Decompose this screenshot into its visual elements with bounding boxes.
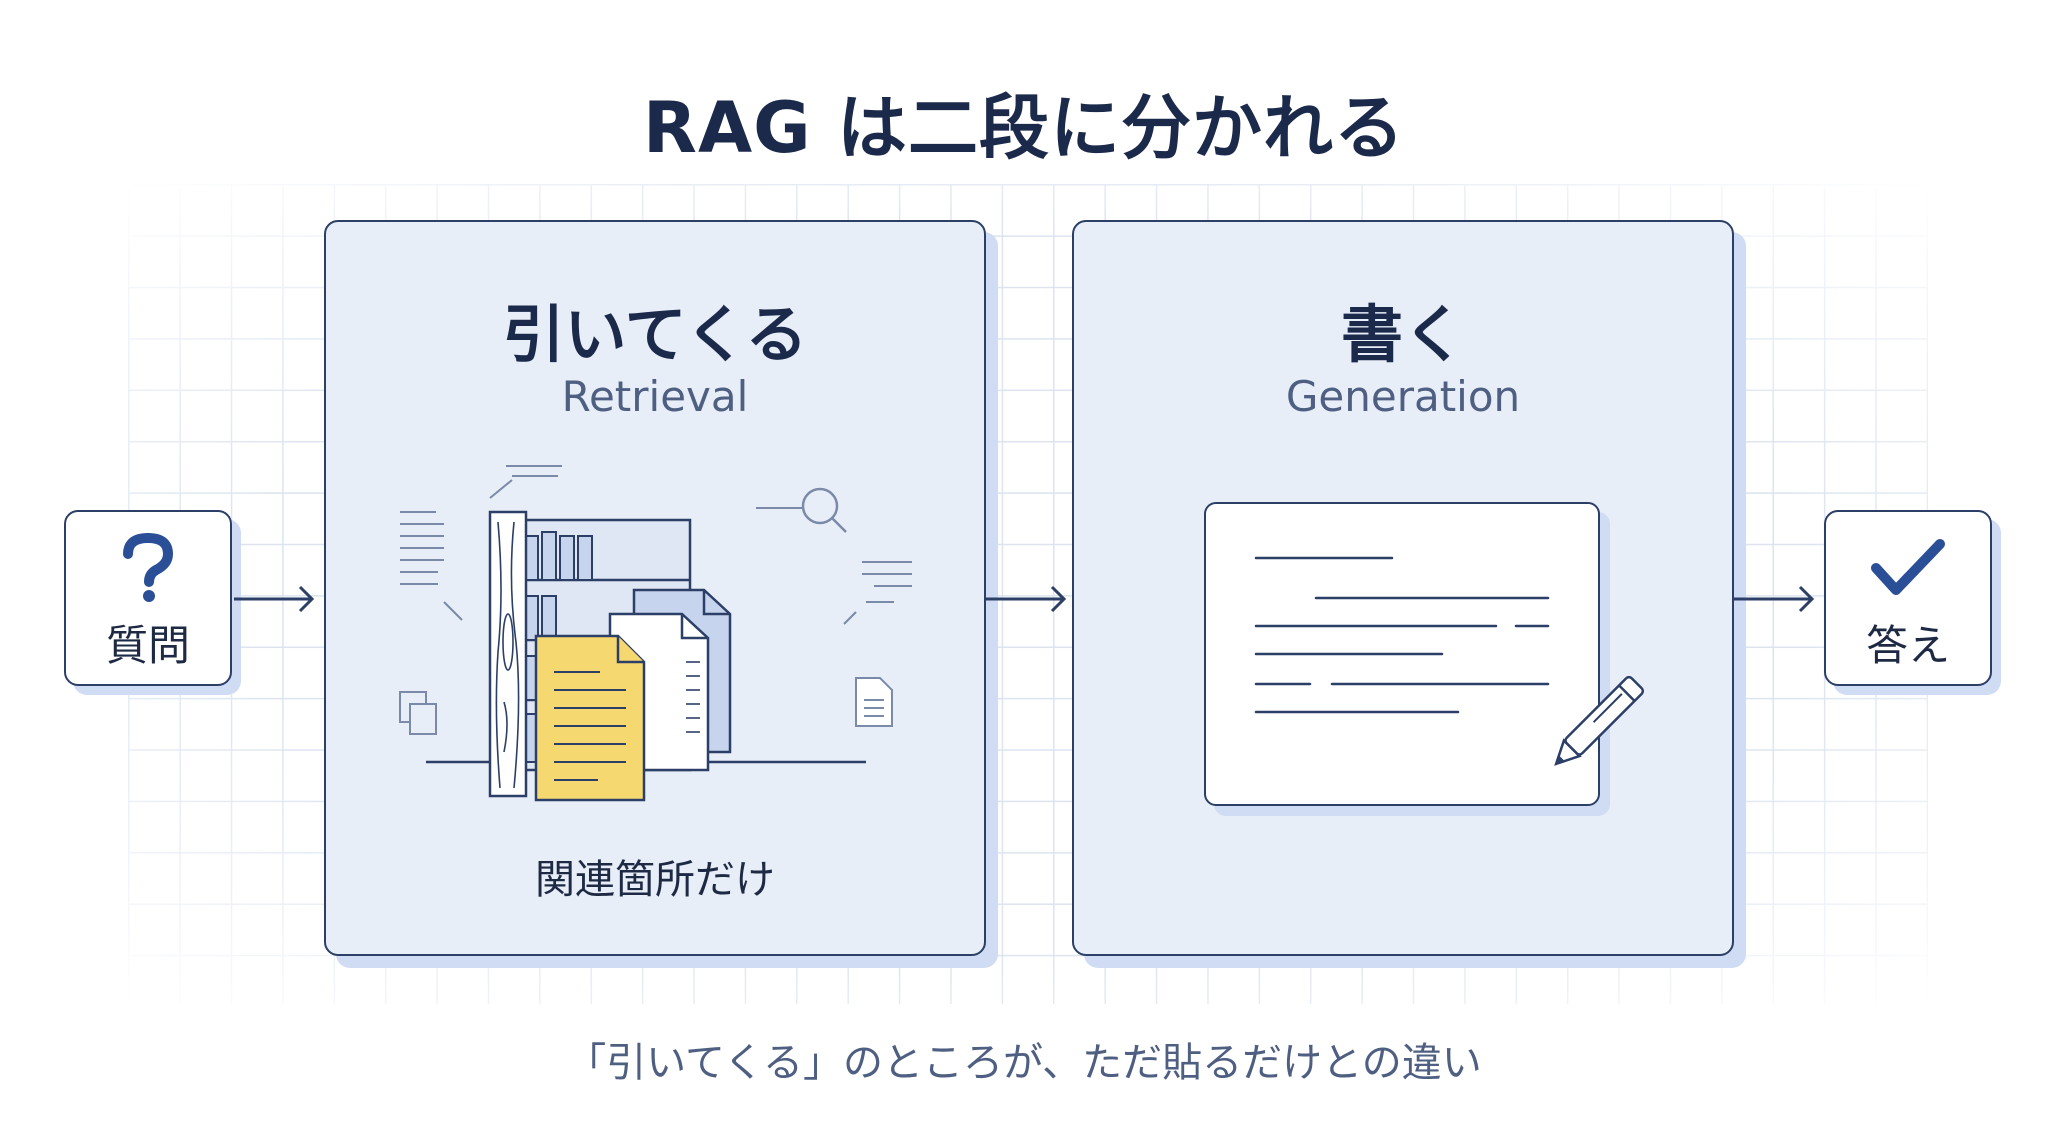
document-lines-icon	[1254, 556, 1550, 714]
question-label: 質問	[105, 621, 190, 670]
retrieval-title: 引いてくる	[502, 298, 808, 371]
arrow-retrieval-to-generation	[986, 585, 1067, 613]
checkmark-icon	[1826, 532, 1990, 608]
generation-subtitle: Generation	[1285, 372, 1521, 421]
arrow-generation-to-answer	[1734, 585, 1815, 613]
answer-label: 答え	[1865, 621, 1950, 670]
generated-document-card	[1204, 502, 1600, 806]
generation-title: 書く	[1340, 298, 1465, 371]
pen-icon	[1554, 675, 1645, 766]
arrow-question-to-retrieval	[234, 585, 315, 613]
retrieval-subtitle: Retrieval	[561, 372, 749, 421]
bookshelf-documents-icon	[399, 465, 912, 802]
question-mark-icon	[66, 532, 230, 608]
answer-box: 答え	[1824, 510, 1992, 686]
question-box: 質問	[64, 510, 232, 686]
retrieval-caption: 関連箇所だけ	[535, 857, 775, 903]
page-title: RAG は二段に分かれる	[643, 87, 1405, 169]
footer-note: 「引いてくる」のところが、ただ貼るだけとの違い	[566, 1040, 1482, 1086]
retrieval-panel: 引いてくる Retrieval	[324, 220, 986, 956]
